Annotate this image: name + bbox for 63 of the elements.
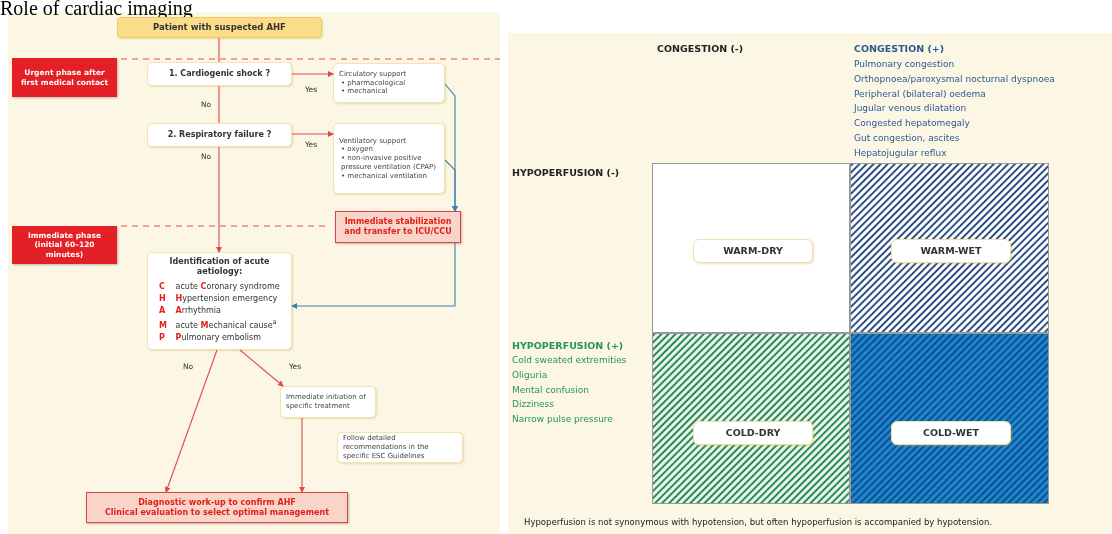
connector-line xyxy=(218,37,220,63)
list-item: Oliguria xyxy=(512,371,548,380)
arrow xyxy=(291,131,334,137)
node-text: COLD-WET xyxy=(921,427,981,439)
list-item: Gut congestion, ascites xyxy=(854,134,960,143)
node-text: Patient with suspected AHF xyxy=(152,22,287,33)
node-text: Clinical evaluation to select optimal management xyxy=(104,507,330,518)
list-item: Narrow pulse pressure xyxy=(512,415,613,424)
quadrant-cell xyxy=(652,163,850,333)
quadrant-cell xyxy=(652,333,850,504)
node-text: Immediate stabilization and transfer to ICU/CCU xyxy=(343,217,453,237)
list-item: H Hypertension emergency xyxy=(158,293,279,305)
arrow xyxy=(291,71,334,77)
list-item: Orthopnoea/paroxysmal nocturnal dyspnoea xyxy=(854,75,1055,84)
process-box xyxy=(337,432,463,463)
quadrant-label xyxy=(693,239,813,263)
list-item: C acute Coronary syndrome xyxy=(158,281,281,293)
list-item: A Arrhythmia xyxy=(158,305,222,317)
action-box xyxy=(335,211,461,243)
list-item: Dizziness xyxy=(512,400,554,409)
start-box xyxy=(117,17,322,38)
quadrant-label xyxy=(693,421,813,445)
node-text: Diagnostic work-up to confirm AHF xyxy=(137,497,297,508)
axis-heading: CONGESTION (-) xyxy=(657,44,744,54)
arrow xyxy=(164,349,218,493)
arrow xyxy=(216,146,222,253)
node-text: COLD-DRY xyxy=(724,427,782,439)
quadrant-label xyxy=(891,239,1011,263)
phase-tag xyxy=(12,226,117,264)
list-item: Pulmonary congestion xyxy=(854,60,955,69)
question-box xyxy=(147,62,292,86)
connector-line xyxy=(218,85,220,124)
axis-heading: HYPOPERFUSION (+) xyxy=(512,341,624,351)
axis-heading: HYPOPERFUSION (-) xyxy=(512,168,620,178)
quadrant-cell xyxy=(850,333,1049,504)
list-item: Hepatojugular reflux xyxy=(854,149,947,158)
process-box xyxy=(333,123,445,194)
node-text: Identification of acute aetiology: xyxy=(168,257,271,277)
node-text: WARM-WET xyxy=(919,245,983,257)
phase-tag xyxy=(12,58,117,97)
arrow xyxy=(299,417,305,493)
process-box xyxy=(333,63,445,103)
list-item: P Pulmonary embolism xyxy=(158,331,263,344)
quadrant-cell xyxy=(850,163,1049,333)
node-text: WARM-DRY xyxy=(722,245,784,257)
list-item: Congested hepatomegaly xyxy=(854,119,970,128)
question-box xyxy=(147,123,292,147)
arrow xyxy=(239,349,284,387)
list-item: Cold sweated extremities xyxy=(512,356,627,365)
axis-heading: CONGESTION (+) xyxy=(854,44,945,54)
arrow xyxy=(291,242,456,309)
process-box xyxy=(280,386,376,418)
caption: Hypoperfusion is not synonymous with hypotension, but often hypoperfusion is accompanied by hypotension. xyxy=(524,518,993,527)
arrow xyxy=(444,159,458,212)
quadrant-label xyxy=(891,421,1011,445)
action-box xyxy=(86,492,348,523)
list-item: M acute Mechanical cause$^{a}$ xyxy=(158,317,278,332)
node-text: 1. Cardiogenic shock ? xyxy=(167,69,272,79)
process-box xyxy=(147,252,292,350)
list-item: Jugular venous dilatation xyxy=(854,104,967,113)
node-text: 2. Respiratory failure ? xyxy=(166,130,273,140)
list-item: Mental confusion xyxy=(512,386,589,395)
list-item: Peripheral (bilateral) oedema xyxy=(854,90,986,99)
